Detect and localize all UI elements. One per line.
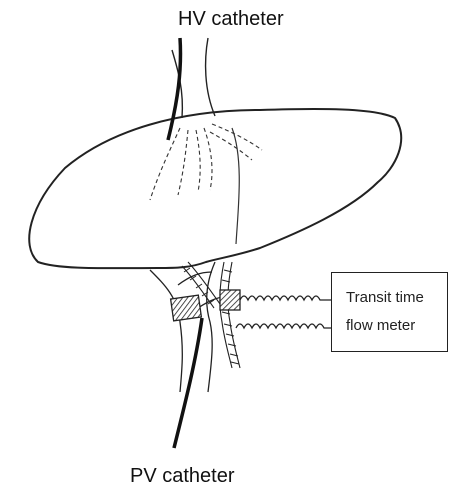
flow-probe-right (220, 290, 240, 310)
flow-meter-box: Transit time flow meter (331, 272, 448, 352)
probe-cable-upper (240, 296, 332, 300)
hv-catheter-line (168, 38, 181, 140)
probe-cable-lower (236, 324, 332, 328)
pv-catheter-label: PV catheter (130, 465, 235, 488)
liver-outline (29, 109, 401, 268)
pv-catheter-line (174, 318, 202, 448)
flow-meter-label-line2: flow meter (346, 317, 415, 334)
flow-meter-label-line1: Transit time (346, 289, 424, 306)
liver-lobe-line (232, 128, 239, 244)
hv-catheter-label: HV catheter (178, 8, 284, 31)
flow-probe-left (171, 295, 202, 321)
intrahepatic-veins (150, 124, 262, 200)
